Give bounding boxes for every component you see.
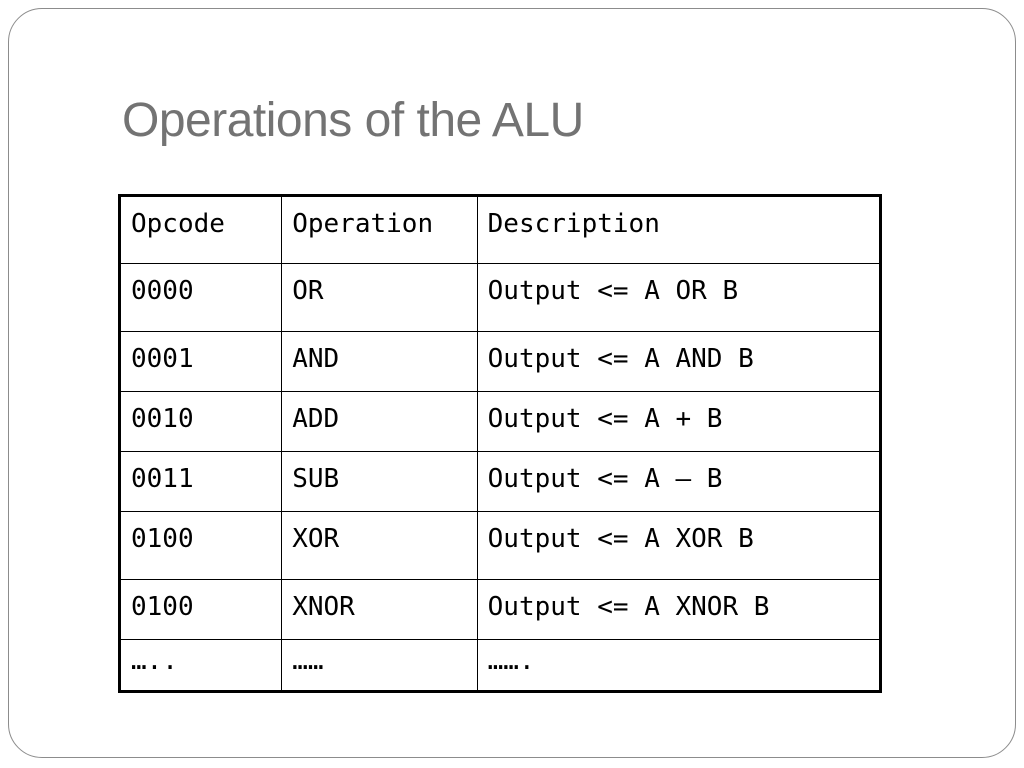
table-row: 0100 XOR Output <= A XOR B — [118, 511, 882, 580]
cell-description: Output <= A – B — [476, 451, 882, 512]
cell-operation: ADD — [281, 391, 478, 452]
cell-operation: SUB — [281, 451, 478, 512]
table-header-row: Opcode Operation Description — [118, 195, 882, 264]
table-row: 0100 XNOR Output <= A XNOR B — [118, 579, 882, 640]
cell-operation: AND — [281, 331, 478, 392]
table-row: 0001 AND Output <= A AND B — [118, 331, 882, 392]
table-row: ….. …… ……. — [118, 639, 882, 692]
cell-description: Output <= A XNOR B — [476, 579, 882, 640]
cell-opcode: 0001 — [118, 331, 283, 392]
table-row: 0000 OR Output <= A OR B — [118, 263, 882, 332]
cell-operation: XOR — [281, 511, 478, 580]
cell-opcode: 0100 — [118, 579, 283, 640]
cell-description: Output <= A AND B — [476, 331, 882, 392]
cell-opcode: 0000 — [118, 263, 283, 332]
cell-description: Output <= A XOR B — [476, 511, 882, 580]
alu-operations-table: Opcode Operation Description 0000 OR Out… — [118, 194, 882, 693]
cell-opcode: ….. — [118, 639, 283, 692]
table-row: 0010 ADD Output <= A + B — [118, 391, 882, 452]
table-row: 0011 SUB Output <= A – B — [118, 451, 882, 512]
cell-operation: OR — [281, 263, 478, 332]
cell-operation: XNOR — [281, 579, 478, 640]
cell-opcode: 0100 — [118, 511, 283, 580]
cell-opcode: 0011 — [118, 451, 283, 512]
header-opcode: Opcode — [118, 195, 283, 264]
slide: Operations of the ALU Opcode Operation D… — [8, 8, 1016, 758]
header-description: Description — [476, 195, 882, 264]
slide-title: Operations of the ALU — [122, 94, 584, 147]
cell-description: Output <= A OR B — [476, 263, 882, 332]
header-operation: Operation — [281, 195, 478, 264]
cell-description: Output <= A + B — [476, 391, 882, 452]
cell-operation: …… — [281, 639, 478, 692]
cell-description: ……. — [476, 639, 882, 692]
cell-opcode: 0010 — [118, 391, 283, 452]
